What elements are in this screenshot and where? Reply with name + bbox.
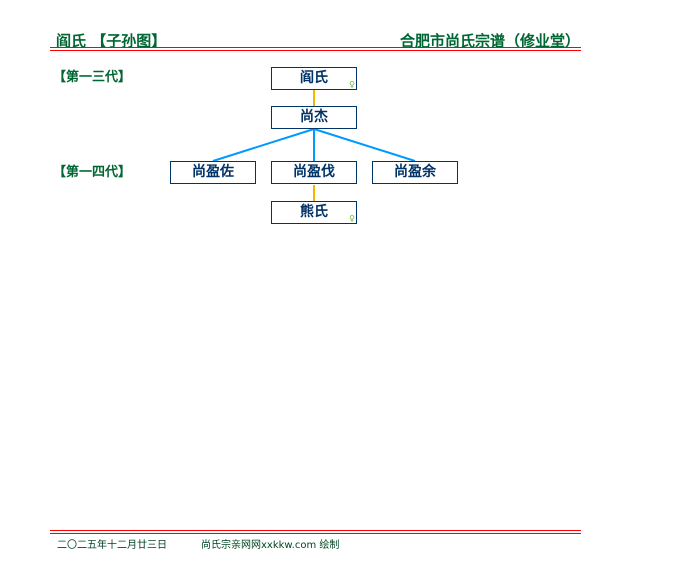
- female-icon: ♀: [349, 80, 355, 89]
- female-icon: ♀: [349, 214, 355, 223]
- person-box[interactable]: 尚盈伐: [271, 161, 357, 184]
- divider: [50, 50, 581, 51]
- person-box[interactable]: 尚盈余: [372, 161, 458, 184]
- person-name: 尚盈余: [394, 164, 436, 180]
- person-name: 尚盈伐: [293, 164, 335, 180]
- divider: [50, 533, 581, 534]
- person-box[interactable]: 熊氏 ♀: [271, 201, 357, 224]
- child-line: [313, 128, 416, 162]
- person-box[interactable]: 阎氏 ♀: [271, 67, 357, 90]
- generation-label: 【第一四代】: [53, 165, 132, 180]
- genealogy-title: 合肥市尚氏宗谱（修业堂）: [399, 32, 580, 50]
- person-box[interactable]: 尚杰: [271, 106, 357, 129]
- page-title: 阎氏 【子孙图】: [56, 32, 167, 50]
- footer-credit: 尚氏宗亲网网xxkkw.com 绘制: [201, 540, 340, 551]
- child-line: [212, 128, 315, 162]
- person-name: 阎氏: [300, 70, 328, 86]
- footer-date: 二〇二五年十二月廿三日: [57, 540, 167, 551]
- person-name: 熊氏: [300, 204, 328, 220]
- person-box[interactable]: 尚盈佐: [170, 161, 256, 184]
- generation-label: 【第一三代】: [53, 70, 132, 85]
- divider: [50, 530, 581, 531]
- divider: [50, 47, 581, 48]
- person-name: 尚盈佐: [192, 164, 234, 180]
- person-name: 尚杰: [300, 109, 328, 125]
